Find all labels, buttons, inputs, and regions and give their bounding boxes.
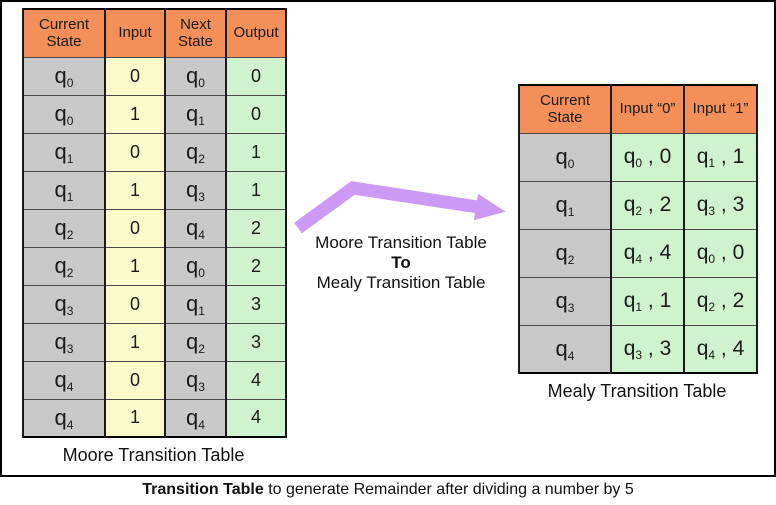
moore-current-state-cell: q1 [22, 170, 106, 210]
mealy-input0-cell: q2 , 2 [610, 180, 685, 230]
moore-next-state-cell: q4 [164, 398, 227, 438]
moore-current-state-cell: q4 [22, 398, 106, 438]
moore-current-state-cell: q2 [22, 208, 106, 248]
moore-output-cell: 1 [225, 170, 287, 210]
moore-input-cell: 1 [104, 322, 166, 362]
moore-input-cell: 1 [104, 94, 166, 134]
moore-next-state-cell: q3 [164, 170, 227, 210]
moore-next-state-cell: q4 [164, 208, 227, 248]
arrow-label-line1: Moore Transition Table [315, 233, 487, 252]
moore-current-state-cell: q1 [22, 132, 106, 172]
footer-caption-bold: Transition Table [142, 481, 264, 498]
moore-output-cell: 1 [225, 132, 287, 172]
moore-input-cell: 0 [104, 132, 166, 172]
moore-next-state-cell: q0 [164, 246, 227, 286]
moore-output-cell: 4 [225, 360, 287, 400]
moore-next-state-cell: q2 [164, 132, 227, 172]
moore-table-section: Current State Input Next State Output q0… [22, 8, 287, 466]
mealy-input1-cell: q3 , 3 [683, 180, 758, 230]
moore-output-cell: 3 [225, 284, 287, 324]
mealy-header-row: Current State Input “0” Input “1” [518, 84, 758, 134]
moore-current-state-cell: q4 [22, 360, 106, 400]
moore-output-cell: 0 [225, 94, 287, 134]
mealy-input0-cell: q1 , 1 [610, 276, 685, 326]
moore-output-cell: 2 [225, 246, 287, 286]
moore-output-cell: 0 [225, 56, 287, 96]
moore-input-cell: 1 [104, 398, 166, 438]
mealy-input1-cell: q4 , 4 [683, 324, 758, 374]
moore-input-cell: 0 [104, 360, 166, 400]
moore-input-cell: 0 [104, 56, 166, 96]
mealy-header-input0: Input “0” [610, 84, 685, 134]
moore-current-state-cell: q0 [22, 94, 106, 134]
moore-input-cell: 0 [104, 284, 166, 324]
moore-current-state-cell: q0 [22, 56, 106, 96]
arrow-label-line3: Mealy Transition Table [316, 273, 486, 292]
moore-header-next-state: Next State [164, 8, 227, 58]
moore-input-cell: 0 [104, 208, 166, 248]
mealy-header-current-state: Current State [518, 84, 612, 134]
moore-current-state-cell: q3 [22, 284, 106, 324]
moore-next-state-cell: q0 [164, 56, 227, 96]
mealy-current-state-cell: q3 [518, 276, 612, 326]
moore-header-input: Input [104, 8, 166, 58]
mealy-input0-cell: q0 , 0 [610, 132, 685, 182]
mealy-current-state-cell: q1 [518, 180, 612, 230]
moore-next-state-cell: q1 [164, 94, 227, 134]
arrow-label-line2: To [391, 253, 411, 272]
moore-header-current-state: Current State [22, 8, 106, 58]
mealy-input0-cell: q3 , 3 [610, 324, 685, 374]
moore-table-caption: Moore Transition Table [62, 445, 245, 465]
moore-input-cell: 1 [104, 246, 166, 286]
mealy-current-state-cell: q4 [518, 324, 612, 374]
mealy-input0-cell: q4 , 4 [610, 228, 685, 278]
moore-current-state-cell: q2 [22, 246, 106, 286]
mealy-input1-cell: q1 , 1 [683, 132, 758, 182]
footer-caption: Transition Table to generate Remainder a… [0, 481, 776, 499]
moore-next-state-cell: q2 [164, 322, 227, 362]
mealy-input1-cell: q2 , 2 [683, 276, 758, 326]
mealy-current-state-cell: q2 [518, 228, 612, 278]
moore-output-cell: 3 [225, 322, 287, 362]
moore-to-mealy-arrow-icon [294, 181, 506, 234]
mealy-current-state-cell: q0 [518, 132, 612, 182]
moore-output-cell: 4 [225, 398, 287, 438]
moore-current-state-cell: q3 [22, 322, 106, 362]
moore-header-output: Output [225, 8, 287, 58]
moore-input-cell: 1 [104, 170, 166, 210]
moore-output-cell: 2 [225, 208, 287, 248]
mealy-header-input1: Input “1” [683, 84, 758, 134]
arrow-label: Moore Transition Table To Mealy Transiti… [283, 233, 519, 293]
mealy-input1-cell: q0 , 0 [683, 228, 758, 278]
moore-table: Current State Input Next State Output q0… [22, 8, 287, 438]
moore-next-state-cell: q1 [164, 284, 227, 324]
footer-caption-rest: to generate Remainder after dividing a n… [263, 481, 634, 498]
moore-header-row: Current State Input Next State Output [22, 8, 287, 58]
mealy-table-caption: Mealy Transition Table [547, 381, 727, 401]
moore-next-state-cell: q3 [164, 360, 227, 400]
